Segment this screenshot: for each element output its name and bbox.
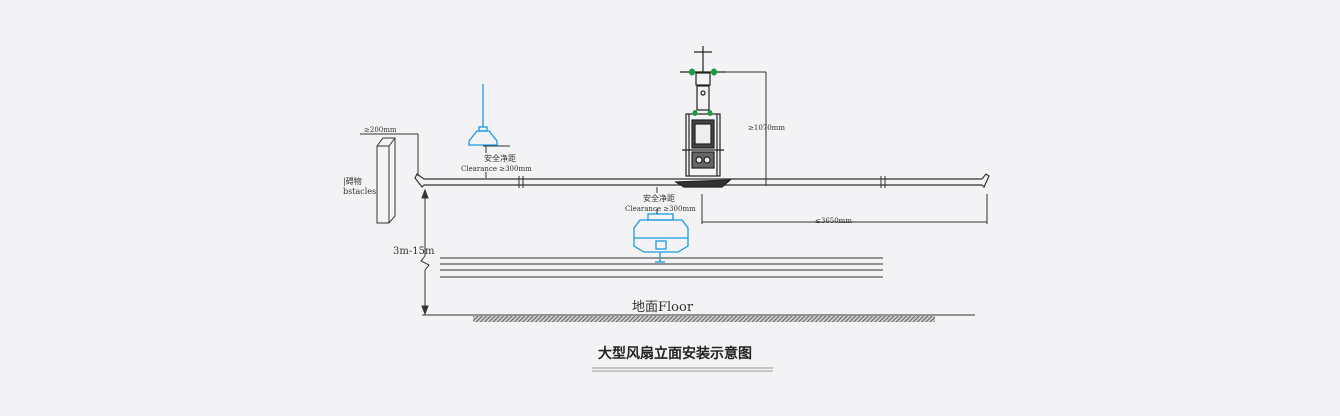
- blade-radius-dimension: [701, 194, 988, 224]
- height-range-label: 3m-15m: [393, 246, 435, 257]
- floor-label: 地面Floor: [632, 300, 694, 315]
- blade-radius-label: ≤3650mm: [815, 217, 852, 225]
- upper-clearance-label-cn: 安全净距: [484, 153, 516, 163]
- obstacle-label-cn: |碍物: [343, 176, 362, 186]
- fan-motor-icon: [674, 46, 732, 188]
- obstacle-clearance-label: ≥200mm: [364, 126, 397, 134]
- mount-height-label: ≥1070mm: [748, 124, 785, 132]
- bracket-clamp-icons: [689, 68, 717, 116]
- obstacle: [360, 133, 419, 224]
- floor-hatch: [473, 316, 935, 322]
- upper-clearance-label-en: Clearance ≥300mm: [461, 165, 532, 173]
- diagram-title: 大型风扇立面安装示意图: [598, 345, 752, 362]
- ceiling-lines: [440, 257, 883, 278]
- mount-height-dimension: [720, 71, 767, 186]
- upper-clearance-marker: [483, 145, 510, 178]
- lower-clearance-label-en: Clearance ≥300mm: [625, 205, 696, 213]
- obstacle-label-en: bstacles: [343, 187, 376, 196]
- lower-clearance-label-cn: 安全净距: [643, 193, 675, 203]
- lower-light-icon: [633, 213, 689, 263]
- height-dimension: [420, 188, 430, 316]
- upper-light-icon: [468, 84, 498, 146]
